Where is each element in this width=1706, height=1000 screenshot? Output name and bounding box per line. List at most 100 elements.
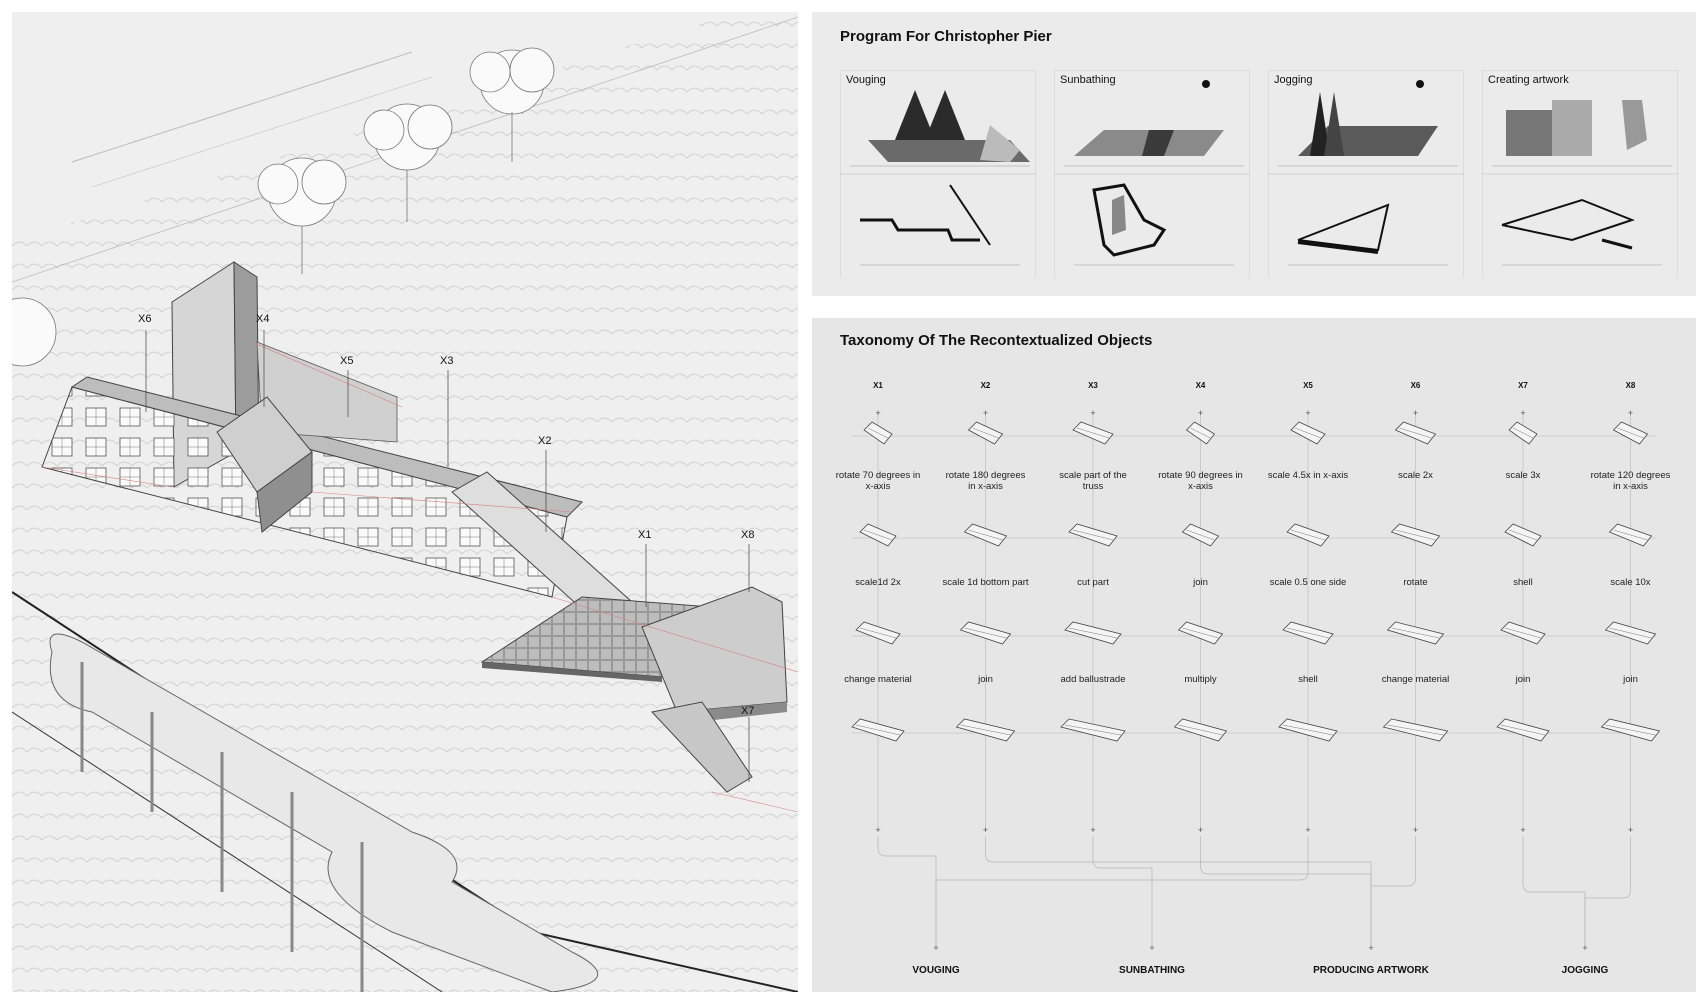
plus-marker: +	[1413, 408, 1418, 418]
step-label: scale 1d bottom part	[942, 577, 1028, 588]
object-icon	[1394, 421, 1437, 445]
step-label: scale 4.5x in x-axis	[1268, 470, 1349, 481]
program-card-label: Creating artwork	[1488, 74, 1569, 86]
object-icon	[963, 523, 1008, 547]
route-line	[1092, 836, 1153, 946]
object-icon	[1278, 718, 1338, 742]
plus-marker: +	[1090, 408, 1095, 418]
object-icon	[1504, 523, 1542, 547]
program-card-label: Jogging	[1274, 74, 1313, 86]
object-icon	[959, 621, 1012, 645]
plus-marker: +	[1520, 408, 1525, 418]
plus-marker: +	[1305, 825, 1310, 835]
program-label: VOUGING	[912, 965, 959, 976]
object-icon	[1177, 621, 1224, 645]
step-label: cut part	[1077, 577, 1109, 588]
object-icon	[1608, 523, 1653, 547]
route-line	[1200, 836, 1372, 946]
plus-marker: +	[1305, 408, 1310, 418]
plus-marker: +	[1149, 943, 1154, 953]
step-label: scale 3x	[1506, 470, 1541, 481]
plus-marker: +	[983, 825, 988, 835]
column-header: X3	[1088, 381, 1098, 390]
program-card-creating-artwork: Creating artwork	[1482, 70, 1678, 278]
step-label: scale 2x	[1398, 470, 1433, 481]
object-icon	[1068, 523, 1118, 547]
step-label: scale 10x	[1610, 577, 1650, 588]
step-label: multiply	[1184, 674, 1216, 685]
artwork-diagram	[1482, 70, 1678, 278]
label-x5: X5	[340, 355, 353, 367]
object-icon	[1064, 621, 1122, 645]
vouging-diagram	[840, 70, 1036, 278]
object-icon	[859, 523, 897, 547]
route-line	[935, 836, 1309, 946]
object-icon	[1282, 621, 1334, 645]
label-x3: X3	[440, 355, 453, 367]
object-icon	[1386, 621, 1445, 645]
step-label: shell	[1298, 674, 1318, 685]
step-label: scale1d 2x	[855, 577, 901, 588]
sunbathing-diagram	[1054, 70, 1250, 278]
plus-marker: +	[1582, 943, 1587, 953]
plus-marker: +	[1090, 825, 1095, 835]
route-line	[1370, 836, 1416, 946]
object-icon	[1390, 523, 1441, 547]
plus-marker: +	[1413, 825, 1418, 835]
program-panel: Program For Christopher Pier Vouging	[812, 12, 1696, 296]
label-x8: X8	[741, 529, 754, 541]
column-header: X4	[1196, 381, 1206, 390]
program-card-jogging: Jogging	[1268, 70, 1464, 278]
object-icon	[1290, 421, 1326, 445]
label-x2: X2	[538, 435, 551, 447]
route-line	[877, 836, 937, 946]
program-card-label: Sunbathing	[1060, 74, 1116, 86]
column-header: X5	[1303, 381, 1313, 390]
plus-marker: +	[1628, 408, 1633, 418]
object-icon	[1604, 621, 1657, 645]
plus-marker: +	[933, 943, 938, 953]
step-label: add ballustrade	[1061, 674, 1126, 685]
object-icon	[967, 421, 1004, 445]
axonometric-drawing: X6 X4 X5 X3 X2 X1 X8 X7	[12, 12, 798, 992]
plus-marker: +	[1628, 825, 1633, 835]
label-x1: X1	[638, 529, 651, 541]
step-label: rotate	[1403, 577, 1427, 588]
step-label: join	[1622, 674, 1638, 685]
step-label: change material	[1382, 674, 1450, 685]
step-label: join	[1515, 674, 1531, 685]
step-label: join	[977, 674, 993, 685]
plus-marker: +	[983, 408, 988, 418]
taxonomy-panel: Taxonomy Of The Recontextualized Objects…	[812, 318, 1696, 992]
plus-marker: +	[1198, 408, 1203, 418]
object-icon	[1060, 718, 1126, 742]
object-icon	[1286, 523, 1330, 547]
object-icon	[955, 718, 1016, 742]
label-x6: X6	[138, 313, 151, 325]
column-header: X8	[1626, 381, 1636, 390]
plus-marker: +	[875, 408, 880, 418]
object-icon	[1496, 718, 1550, 742]
object-icon	[1072, 421, 1114, 445]
object-icon	[855, 621, 901, 645]
step-label: scale 0.5 one side	[1270, 577, 1347, 588]
plus-marker: +	[1198, 825, 1203, 835]
object-icon	[1181, 523, 1220, 547]
route-line	[1522, 836, 1586, 946]
label-x7: X7	[741, 705, 754, 717]
program-label: PRODUCING ARTWORK	[1313, 965, 1430, 976]
object-icon	[863, 421, 893, 445]
object-icon	[1500, 621, 1546, 645]
route-line	[1584, 836, 1631, 946]
object-icon	[1185, 421, 1216, 445]
column-header: X1	[873, 381, 883, 390]
step-label: change material	[844, 674, 912, 685]
object-icon	[851, 718, 905, 742]
plus-marker: +	[1520, 825, 1525, 835]
